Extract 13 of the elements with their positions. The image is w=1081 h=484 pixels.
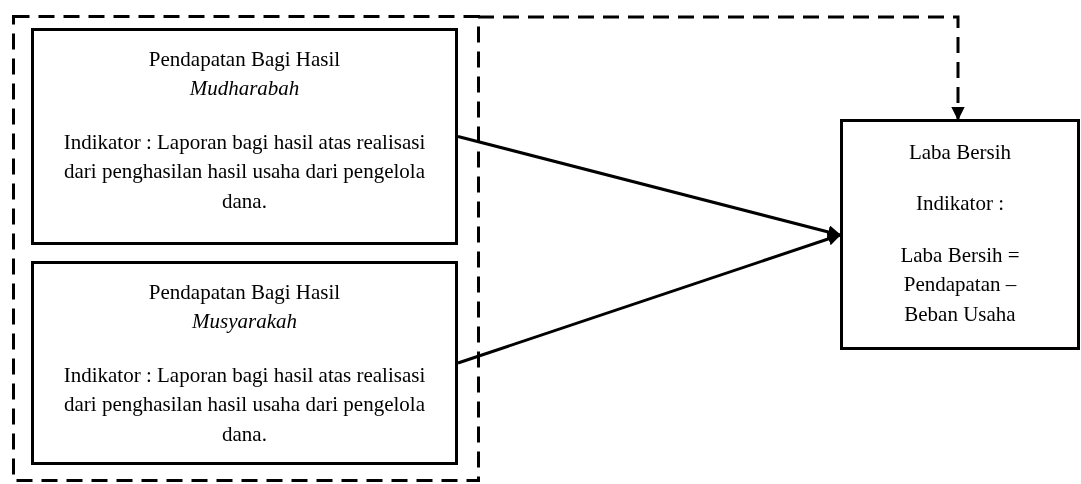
box-text: Indikator : Laporan bagi hasil atas realisasi dari penghasilan hasil usaha dari pengelola dana. <box>63 361 426 448</box>
box-heading: Laba Bersih <box>907 139 1012 166</box>
arrow <box>478 15 965 121</box>
arrow <box>457 232 842 365</box>
process-box <box>31 28 458 245</box>
box-heading: Pendapatan Bagi Hasil Musyarakah <box>147 279 342 336</box>
box-heading: Pendapatan Bagi Hasil Mudharabah <box>147 46 342 103</box>
box-text: Indikator : Laporan bagi hasil atas realisasi dari penghasilan hasil usaha dari pengelola dana. <box>63 128 426 215</box>
arrow <box>457 135 842 239</box>
process-box <box>31 261 458 465</box>
result-box <box>840 119 1080 350</box>
box-text: Indikator : <box>914 190 1006 218</box>
box-text: Laba Bersih = Pendapatan – Beban Usaha <box>899 241 1021 328</box>
